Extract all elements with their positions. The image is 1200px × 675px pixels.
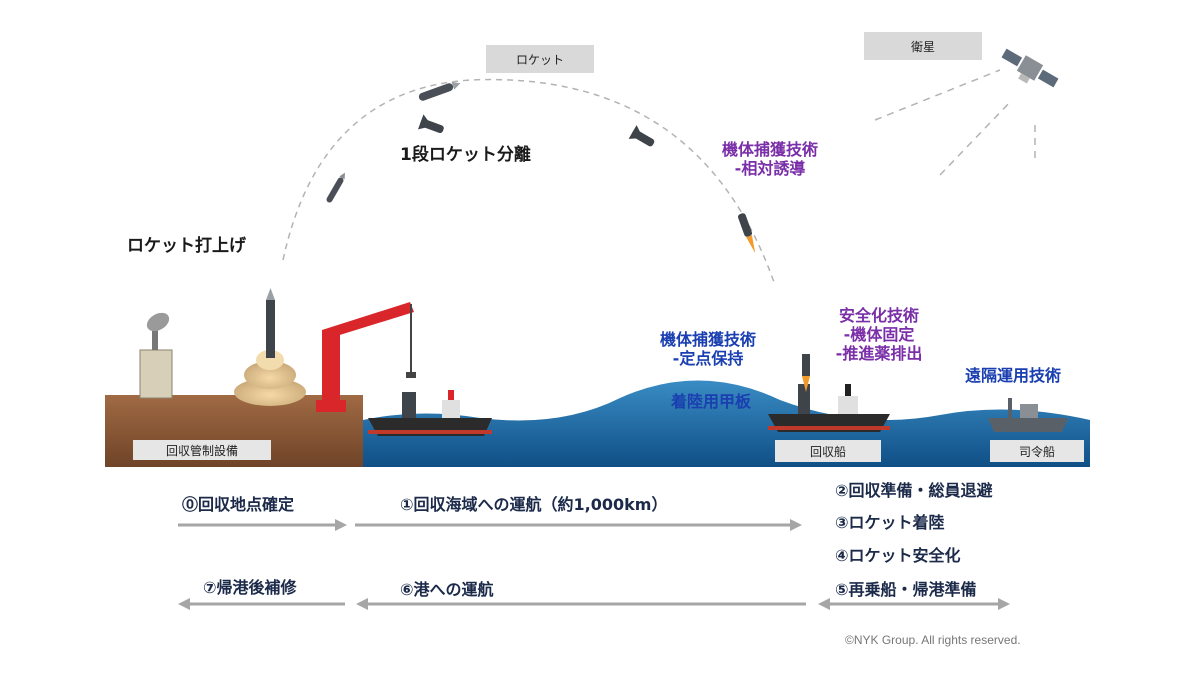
arrows-return	[178, 598, 1010, 610]
rocket-top-icon	[418, 82, 461, 101]
capture-relative-label: 機体捕獲技術 -相対誘導	[721, 140, 818, 179]
control-facility-label: 回収管制設備	[133, 440, 271, 460]
satellite-icon	[1001, 48, 1059, 88]
launch-rocket-icon	[234, 288, 306, 406]
step-3: ③ロケット着陸	[835, 513, 945, 532]
landing-deck-label: 着陸用甲板	[671, 392, 752, 411]
command-ship-label: 司令船	[990, 440, 1084, 462]
rocket-ascending-icon	[326, 172, 345, 203]
recovery-ship-icon	[768, 384, 890, 432]
step-6: ⑥港への運航	[400, 580, 494, 599]
antenna-tower-icon	[139, 312, 173, 399]
stage-separation-label: 1段ロケット分離	[400, 145, 531, 165]
step-5: ⑤再乗船・帰港準備	[835, 580, 977, 599]
rocket-label-box: ロケット	[486, 45, 594, 73]
step-0: ⓪回収地点確定	[182, 495, 295, 514]
arrows-outbound	[178, 519, 802, 531]
copyright: ©NYK Group. All rights reserved.	[845, 633, 1021, 647]
remote-ops-label: 遠隔運用技術	[965, 366, 1062, 385]
stage-descending-icon	[628, 125, 655, 147]
stage-landing-burn-icon	[737, 213, 756, 254]
first-stage-icon	[417, 114, 444, 134]
recovery-ship-label: 回収船	[775, 440, 881, 462]
transport-ship-icon	[368, 390, 492, 436]
landing-rocket-icon	[802, 354, 810, 392]
launch-label: ロケット打上げ	[127, 236, 246, 256]
satellite-label-box: 衛星	[864, 32, 982, 60]
flight-path	[282, 78, 776, 286]
sea	[363, 380, 1090, 467]
crane-icon	[316, 302, 416, 412]
safety-label: 安全化技術 -機体固定 -推進薬排出	[835, 306, 923, 364]
satellite-signal-lines	[874, 69, 1036, 176]
step-4: ④ロケット安全化	[835, 546, 961, 565]
step-2: ②回収準備・総員退避	[835, 481, 993, 500]
step-1: ①回収海域への運航（約1,000km）	[400, 495, 668, 514]
command-ship-icon	[988, 398, 1068, 432]
step-7: ⑦帰港後補修	[203, 578, 297, 597]
capture-station-label: 機体捕獲技術 -定点保持	[659, 330, 756, 369]
